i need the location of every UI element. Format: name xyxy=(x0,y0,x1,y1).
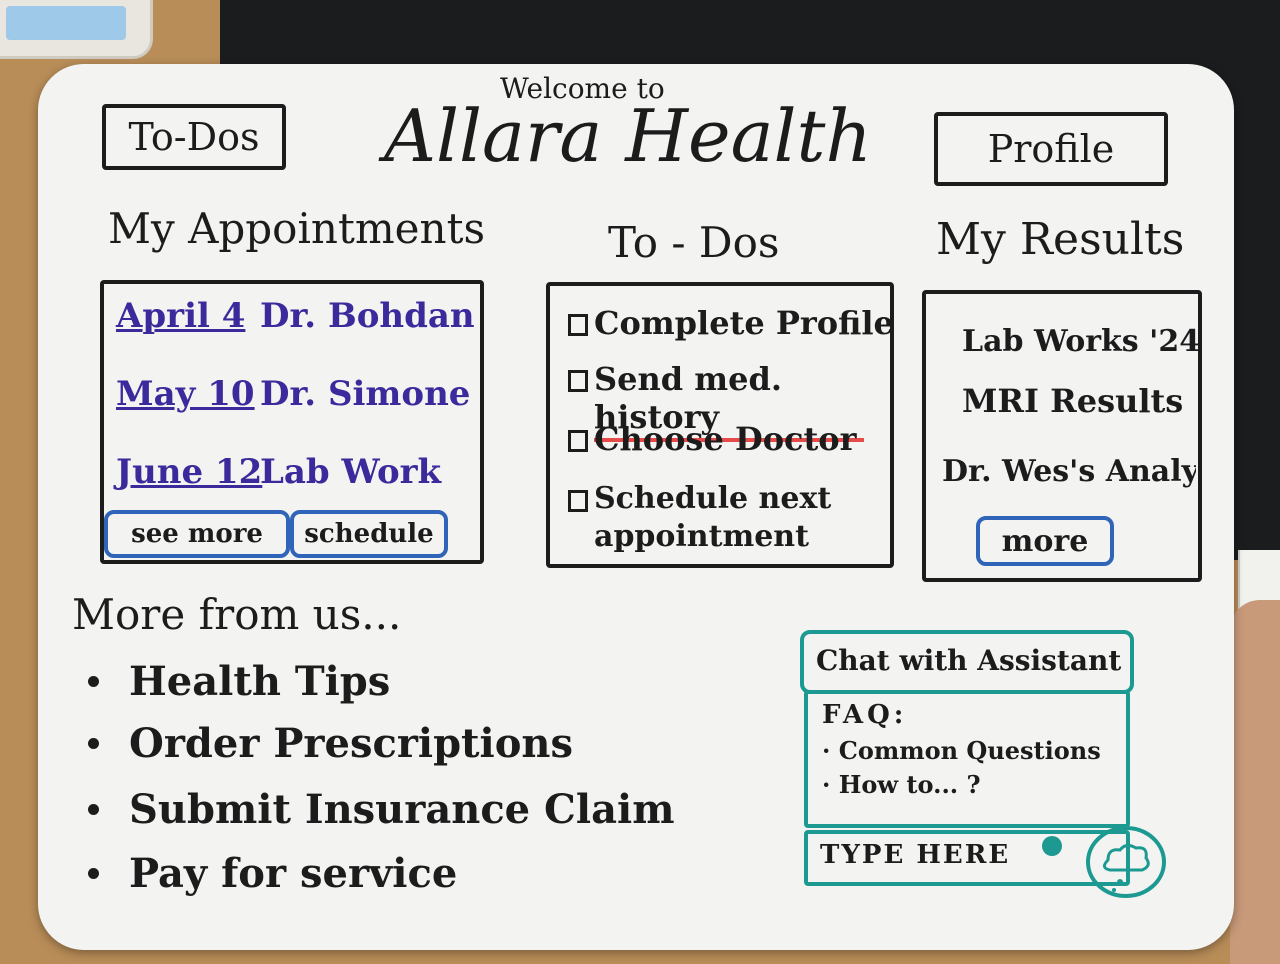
bullet-icon xyxy=(88,738,99,749)
chat-bubble-svg xyxy=(1086,826,1166,898)
bullet-icon xyxy=(88,868,99,879)
faq-item[interactable]: · How to... ? xyxy=(822,770,981,799)
appointments-card xyxy=(100,280,484,564)
more-link-order-prescriptions[interactable]: Order Prescriptions xyxy=(88,720,573,767)
schedule-button[interactable]: schedule xyxy=(290,510,448,558)
app-title: Allara Health xyxy=(384,94,872,178)
todo-item[interactable]: Schedule next appointment xyxy=(568,480,844,556)
appointment-date[interactable]: May 10 xyxy=(116,374,255,414)
todo-label: Complete Profile xyxy=(594,304,894,342)
more-link-label: Pay for service xyxy=(129,850,458,897)
welcome-text: Welcome to xyxy=(500,72,665,105)
todos-card xyxy=(546,282,894,568)
chat-panel xyxy=(804,690,1130,828)
todo-item[interactable]: Choose Doctor xyxy=(568,420,857,458)
todo-item[interactable]: Send med. history xyxy=(568,360,864,442)
faq-label: FAQ: xyxy=(822,700,908,730)
chat-bubble-icon[interactable] xyxy=(1084,824,1170,904)
more-link-health-tips[interactable]: Health Tips xyxy=(88,658,390,705)
result-link[interactable]: MRI Results xyxy=(962,382,1184,420)
bullet-icon xyxy=(88,804,99,815)
appointment-date[interactable]: April 4 xyxy=(116,296,246,336)
todos-nav-label: To-Dos xyxy=(128,115,260,159)
result-link[interactable]: Lab Works '24 xyxy=(962,324,1201,359)
keyboard-key xyxy=(6,6,126,40)
appointment-doctor: Dr. Bohdan xyxy=(260,296,475,336)
todos-title: To - Dos xyxy=(608,218,780,267)
result-link[interactable]: Dr. Wes's Analysis xyxy=(942,454,1196,489)
results-more-button[interactable]: more xyxy=(976,516,1114,566)
checkbox[interactable] xyxy=(568,370,588,392)
checkbox[interactable] xyxy=(568,314,588,336)
see-more-button[interactable]: see more xyxy=(104,510,290,558)
results-title: My Results xyxy=(936,214,1185,265)
keyboard-corner xyxy=(0,0,153,59)
more-link-label: Order Prescriptions xyxy=(129,720,574,767)
todos-nav-button[interactable]: To-Dos xyxy=(102,104,286,170)
checkbox[interactable] xyxy=(568,490,588,512)
more-from-us-title: More from us... xyxy=(72,590,402,639)
appointment-doctor: Dr. Simone xyxy=(260,374,471,414)
todo-label: Schedule next appointment xyxy=(594,481,832,554)
more-link-pay-for-service[interactable]: Pay for service xyxy=(88,850,457,897)
bullet-icon xyxy=(88,676,99,687)
chat-input[interactable] xyxy=(804,830,1130,886)
chat-input-cursor-dot xyxy=(1042,836,1062,856)
todo-label: Choose Doctor xyxy=(594,420,857,458)
profile-button[interactable]: Profile xyxy=(934,112,1168,186)
chat-title: Chat with Assistant xyxy=(816,644,1122,677)
faq-item[interactable]: · Common Questions xyxy=(822,736,1101,765)
more-link-submit-insurance-claim[interactable]: Submit Insurance Claim xyxy=(88,786,675,833)
appointment-date[interactable]: June 12 xyxy=(116,452,263,492)
todo-item[interactable]: Complete Profile xyxy=(568,304,894,342)
appointments-title: My Appointments xyxy=(108,204,485,253)
todo-label: Send med. history xyxy=(594,360,864,442)
hand xyxy=(1230,600,1280,964)
more-link-label: Submit Insurance Claim xyxy=(129,786,675,833)
whiteboard-wireframe: To-Dos Welcome to Allara Health Profile … xyxy=(38,64,1234,950)
results-card xyxy=(922,290,1202,582)
appointment-detail: Lab Work xyxy=(260,452,442,492)
checkbox[interactable] xyxy=(568,430,588,452)
profile-label: Profile xyxy=(987,127,1115,171)
chat-input-placeholder: TYPE HERE xyxy=(820,840,1011,870)
more-link-label: Health Tips xyxy=(129,658,391,705)
